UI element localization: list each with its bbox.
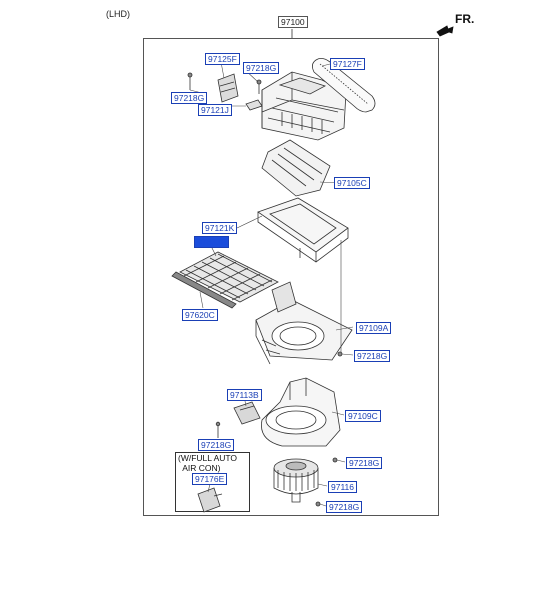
callout-97127F[interactable]: 97127F [330,58,365,70]
callout-97121J[interactable]: 97121J [198,104,232,116]
resistor [233,401,261,425]
blower-motor [273,458,319,503]
callout-97620C[interactable]: 97620C [182,309,218,321]
filter-seal [171,271,237,309]
callout-97113B[interactable]: 97113B [227,389,262,401]
screw-icon [187,72,193,78]
callout-97176E[interactable]: 97176E [192,473,228,485]
front-direction-label: FR. [455,12,475,26]
callout-97633B[interactable]: 97633B [194,236,230,248]
callout-97218G-top[interactable]: 97218G [243,62,280,74]
variant-label: (LHD) [106,9,130,19]
callout-97218G-left[interactable]: 97218G [171,92,208,104]
intake-housing [261,71,347,141]
blower-lower-case [261,377,341,447]
inset-note: (W/FULL AUTO AIR CON) [178,453,238,473]
callout-97109C[interactable]: 97109C [345,410,381,422]
callout-97125F[interactable]: 97125F [205,53,240,65]
air-filter [179,251,279,303]
callout-97218G-lowright[interactable]: 97218G [346,457,383,469]
callout-97218G-mid[interactable]: 97218G [354,350,391,362]
front-arrow-icon [436,25,454,37]
actuator [217,73,239,103]
callout-97116[interactable]: 97116 [328,481,358,493]
assembly-frame [143,38,439,516]
callout-97121K[interactable]: 97121K [202,222,238,234]
seal-ring [312,58,376,113]
callout-97105C[interactable]: 97105C [334,177,370,189]
callout-97218G-bottom[interactable]: 97218G [326,501,363,513]
auto-air-con-module [197,487,223,513]
filter-housing [257,197,349,263]
callout-97109A[interactable]: 97109A [356,322,392,334]
callout-97218G-lowleft[interactable]: 97218G [198,439,235,451]
filter-cover [261,139,331,197]
callout-97100[interactable]: 97100 [278,16,308,28]
blower-upper-case [255,281,353,365]
